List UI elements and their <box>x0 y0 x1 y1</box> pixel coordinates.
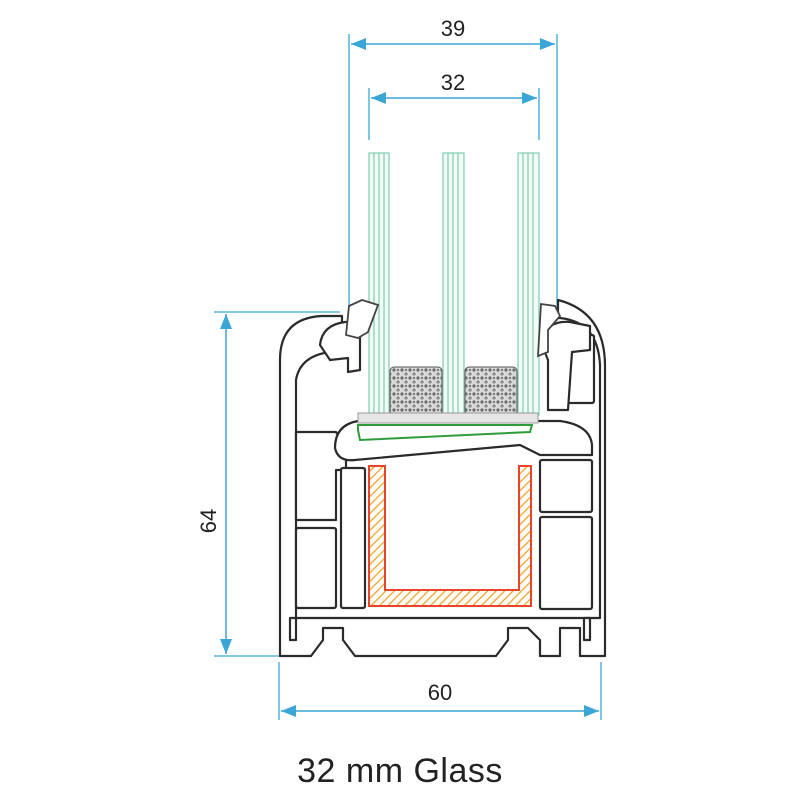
caption-glass-thickness: 32 mm Glass <box>297 752 503 790</box>
setting-block <box>357 412 539 424</box>
dimension-64-label: 64 <box>196 509 221 533</box>
glass-panes <box>368 152 540 416</box>
dimension-32: 32 <box>368 70 540 140</box>
gaskets <box>345 299 562 442</box>
spacer-left <box>389 366 443 416</box>
glass-pane-inner <box>517 152 540 416</box>
steel-reinforcement <box>368 465 532 607</box>
gasket-left <box>345 299 380 339</box>
dimension-64: 64 <box>196 311 340 657</box>
spacer-right <box>464 366 518 416</box>
glass-pane-outer <box>368 152 390 416</box>
dimension-60-label: 60 <box>428 680 452 705</box>
pvc-frame-profile <box>278 298 607 658</box>
green-glazing-seal <box>357 424 534 442</box>
gasket-right <box>537 302 562 358</box>
dimension-39-label: 39 <box>441 16 465 41</box>
dimension-32-label: 32 <box>441 70 465 95</box>
glass-pane-middle <box>442 152 465 416</box>
dimension-60: 60 <box>278 662 602 720</box>
dimension-39: 39 <box>348 16 558 312</box>
